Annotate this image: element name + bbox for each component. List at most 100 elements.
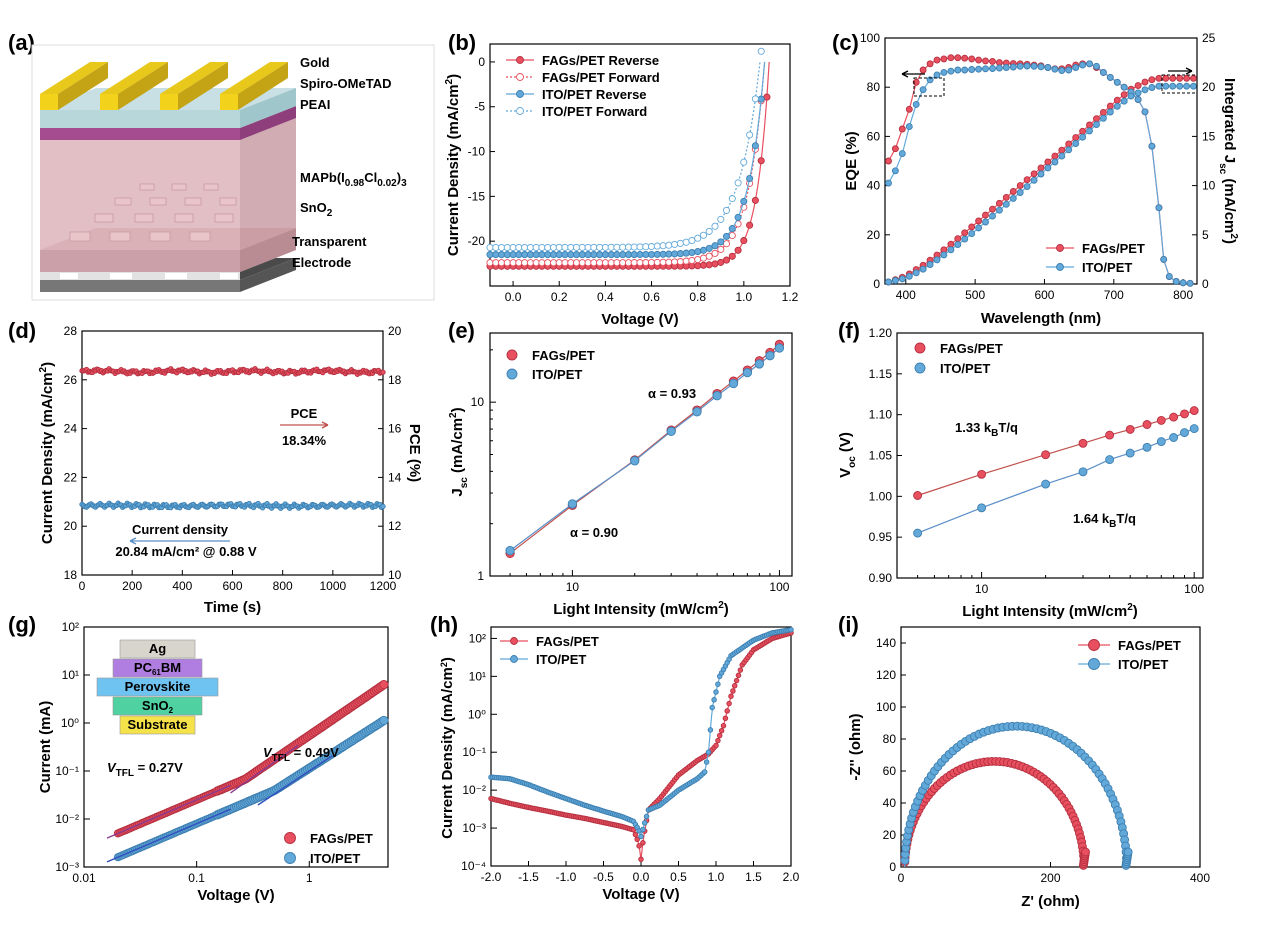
eqe-point [995, 64, 1003, 72]
x-tick-label: 2.0 [783, 870, 800, 884]
data-point [1078, 467, 1088, 477]
data-point [653, 250, 661, 258]
data-point [379, 715, 389, 726]
data-point [688, 256, 696, 265]
data-point [634, 836, 640, 843]
y-tick-label: 40 [867, 179, 881, 193]
legend-label: FAGs/PET [310, 831, 373, 846]
data-point [544, 243, 552, 252]
data-point [722, 206, 731, 214]
x-tick-label: 1200 [370, 579, 397, 593]
eqe-point [1172, 278, 1180, 285]
jsc-point [919, 265, 927, 273]
y2-tick-label: 10 [1202, 179, 1216, 193]
y-tick-label: 10⁻⁴ [461, 859, 486, 873]
jsc-point [1009, 194, 1017, 202]
y-tick-label: 10⁻¹ [55, 764, 79, 778]
fit-low-1 [106, 808, 231, 863]
data-point [671, 250, 679, 258]
jsc-point [947, 246, 955, 254]
data-point [728, 378, 739, 389]
y-tick-label: 18 [64, 568, 78, 582]
y-axis-label: -Z'' (ohm) [847, 713, 864, 780]
data-point [671, 258, 679, 266]
jsc-point [905, 272, 913, 280]
right-arrow-icon [1168, 67, 1193, 75]
jsc-point [1120, 91, 1128, 99]
y-tick-label: -5 [474, 100, 485, 114]
y-tick-label: 0 [873, 277, 880, 291]
x-tick-label: 0.5 [670, 870, 687, 884]
y-axis-label: Voc (V) [837, 432, 858, 478]
data-point [1189, 424, 1199, 434]
x-tick-label: 100 [1184, 582, 1204, 596]
y-tick-label: 10⁰ [61, 716, 79, 730]
eqe-point [1155, 204, 1163, 212]
data-point [630, 456, 640, 466]
data-point [705, 227, 713, 235]
data-point [717, 245, 725, 253]
y-tick-label: 10² [469, 631, 486, 645]
data-point [647, 250, 656, 259]
y-axis-label: Current (mA) [37, 701, 54, 794]
jsc-highlight-box [1161, 74, 1198, 94]
left-arrow-icon [129, 537, 230, 545]
x-tick-label: -0.5 [593, 870, 614, 884]
legend-marker [516, 56, 524, 64]
stack-layer [112, 658, 203, 678]
data-point [731, 683, 738, 689]
fit-line-1 [917, 428, 1195, 534]
eqe-point [1148, 142, 1156, 150]
jsc-point [1065, 146, 1073, 154]
y-tick-label: 10⁰ [468, 707, 486, 721]
data-point [619, 259, 627, 267]
data-point [630, 827, 637, 833]
legend-marker [510, 637, 518, 645]
data-point [665, 241, 673, 249]
data-point [699, 231, 708, 239]
x-tick-label: 1.0 [708, 870, 725, 884]
data-point [751, 196, 759, 204]
data-point [640, 840, 646, 846]
eqe-point [1044, 64, 1052, 71]
series-line-1 [904, 725, 1128, 868]
data-point [613, 259, 621, 267]
data-point [699, 261, 708, 269]
data-point [601, 259, 609, 267]
y-tick-label: 0.90 [869, 571, 893, 585]
data-point [713, 742, 719, 749]
jsc-point [1106, 108, 1114, 116]
data-point [734, 179, 742, 187]
jsc-point [933, 256, 941, 264]
jsc-point [954, 241, 962, 249]
data-point [544, 259, 552, 267]
data-point [707, 727, 714, 733]
data-point [728, 252, 736, 260]
panel-label-f: (f) [838, 318, 860, 343]
ideality-blue: 1.64 kBT/q [1073, 511, 1136, 530]
data-point [379, 679, 389, 690]
legend-label: FAGs/PET [536, 634, 599, 649]
data-point [724, 708, 730, 714]
y-tick-label: 10⁻² [55, 812, 79, 826]
data-point [705, 244, 713, 252]
x-tick-label: -1.0 [556, 870, 577, 884]
data-point [705, 749, 712, 755]
pce-point [380, 369, 386, 375]
x-axis-label: Voltage (V) [602, 886, 679, 903]
data-point [1105, 455, 1115, 465]
data-point [503, 243, 511, 252]
x-tick-label: -1.5 [518, 870, 539, 884]
data-point [703, 759, 710, 765]
x-tick-label: 0.4 [597, 290, 614, 304]
panel-label-d: (d) [8, 318, 36, 343]
pce-annotation: PCE [291, 406, 318, 421]
data-point [734, 213, 742, 221]
eqe-point [947, 54, 955, 62]
data-point [505, 545, 515, 556]
